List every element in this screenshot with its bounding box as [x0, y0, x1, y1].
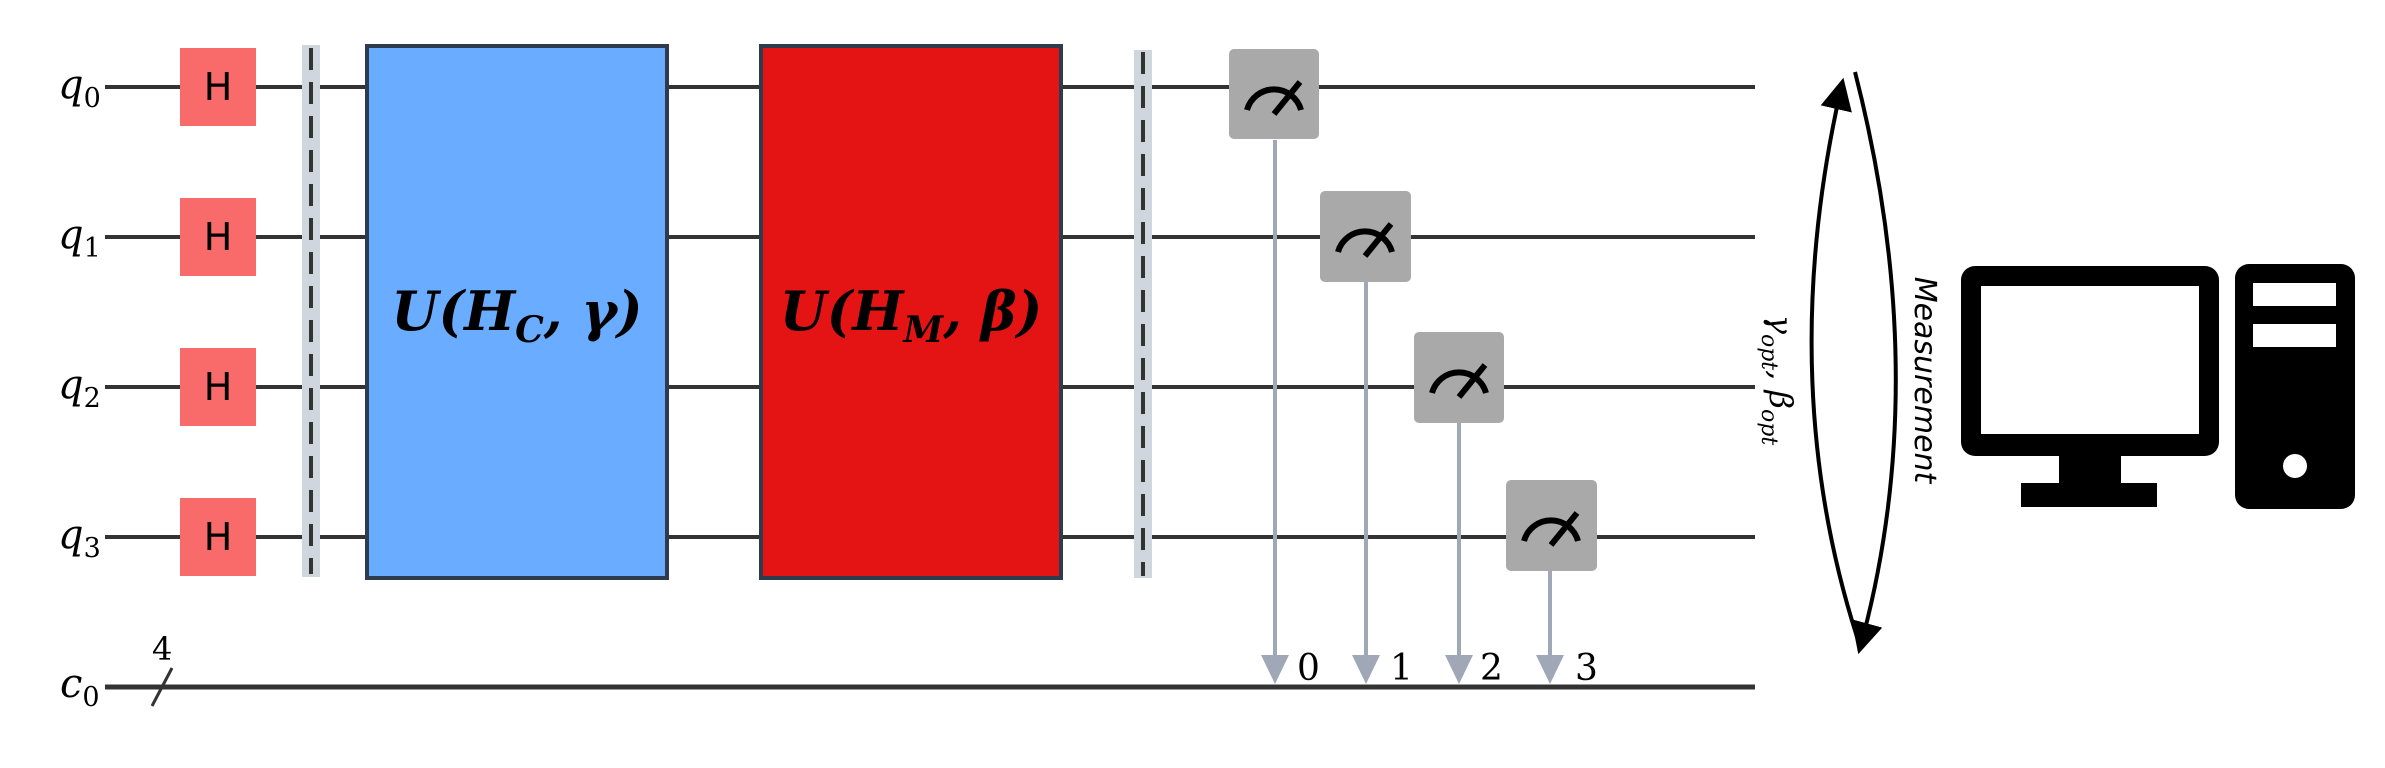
optimal-params-label: γopt, βopt [1756, 315, 1800, 445]
h-gate-2: H [180, 348, 256, 426]
measurement-arrow [1851, 71, 1898, 655]
bit-label-0: 0 [1297, 648, 1320, 689]
classical-register: 4 [105, 630, 1755, 707]
meter-icon [1320, 191, 1411, 282]
mixer-hamiltonian-block: U(HM, β) [759, 44, 1063, 580]
h-gate-3: H [180, 498, 256, 576]
qubit-labels: q0 q1 q2 q3 c0 [58, 62, 101, 713]
mixer-block-label: U(HM, β) [780, 279, 1043, 351]
h-gate-1: H [180, 198, 256, 276]
svg-text:H: H [204, 215, 233, 259]
qubit-label-1: q1 [58, 212, 101, 264]
bit-label-1: 1 [1390, 648, 1413, 689]
measurement-0: 0 [1229, 49, 1320, 689]
meter-icon [1506, 480, 1597, 571]
measurements: 0 1 2 3 [1229, 49, 1598, 689]
svg-text:H: H [204, 365, 233, 409]
measurement-label: Measurement [1907, 277, 1942, 485]
hadamard-gates: H H H H [180, 48, 256, 576]
measurement-2: 2 [1414, 332, 1504, 689]
svg-text:H: H [204, 515, 233, 559]
svg-text:H: H [204, 65, 233, 109]
cost-block-label: U(HC, γ) [391, 279, 642, 351]
bit-label-2: 2 [1480, 648, 1503, 689]
cost-hamiltonian-block: U(HC, γ) [365, 44, 669, 580]
measurement-3: 3 [1506, 480, 1598, 689]
meter-icon [1229, 49, 1319, 139]
bit-label-3: 3 [1575, 648, 1598, 689]
tower-icon [2235, 264, 2355, 509]
monitor-icon [1961, 266, 2219, 507]
classical-label: c0 [60, 661, 100, 713]
qubit-label-2: q2 [58, 362, 101, 414]
qubit-label-0: q0 [58, 62, 101, 114]
bus-slash [150, 667, 174, 707]
feedback-loop: γopt, βopt Measurement [1756, 71, 1942, 655]
h-gate-0: H [180, 48, 256, 126]
params-arrow [1809, 77, 1860, 641]
desktop-computer-icon [1961, 264, 2355, 509]
barrier-1 [302, 45, 320, 577]
measurement-1: 1 [1320, 191, 1413, 689]
qubit-label-3: q3 [58, 512, 101, 564]
bus-width-label: 4 [152, 630, 172, 668]
barrier-2 [1134, 50, 1152, 578]
meter-icon [1414, 332, 1504, 423]
